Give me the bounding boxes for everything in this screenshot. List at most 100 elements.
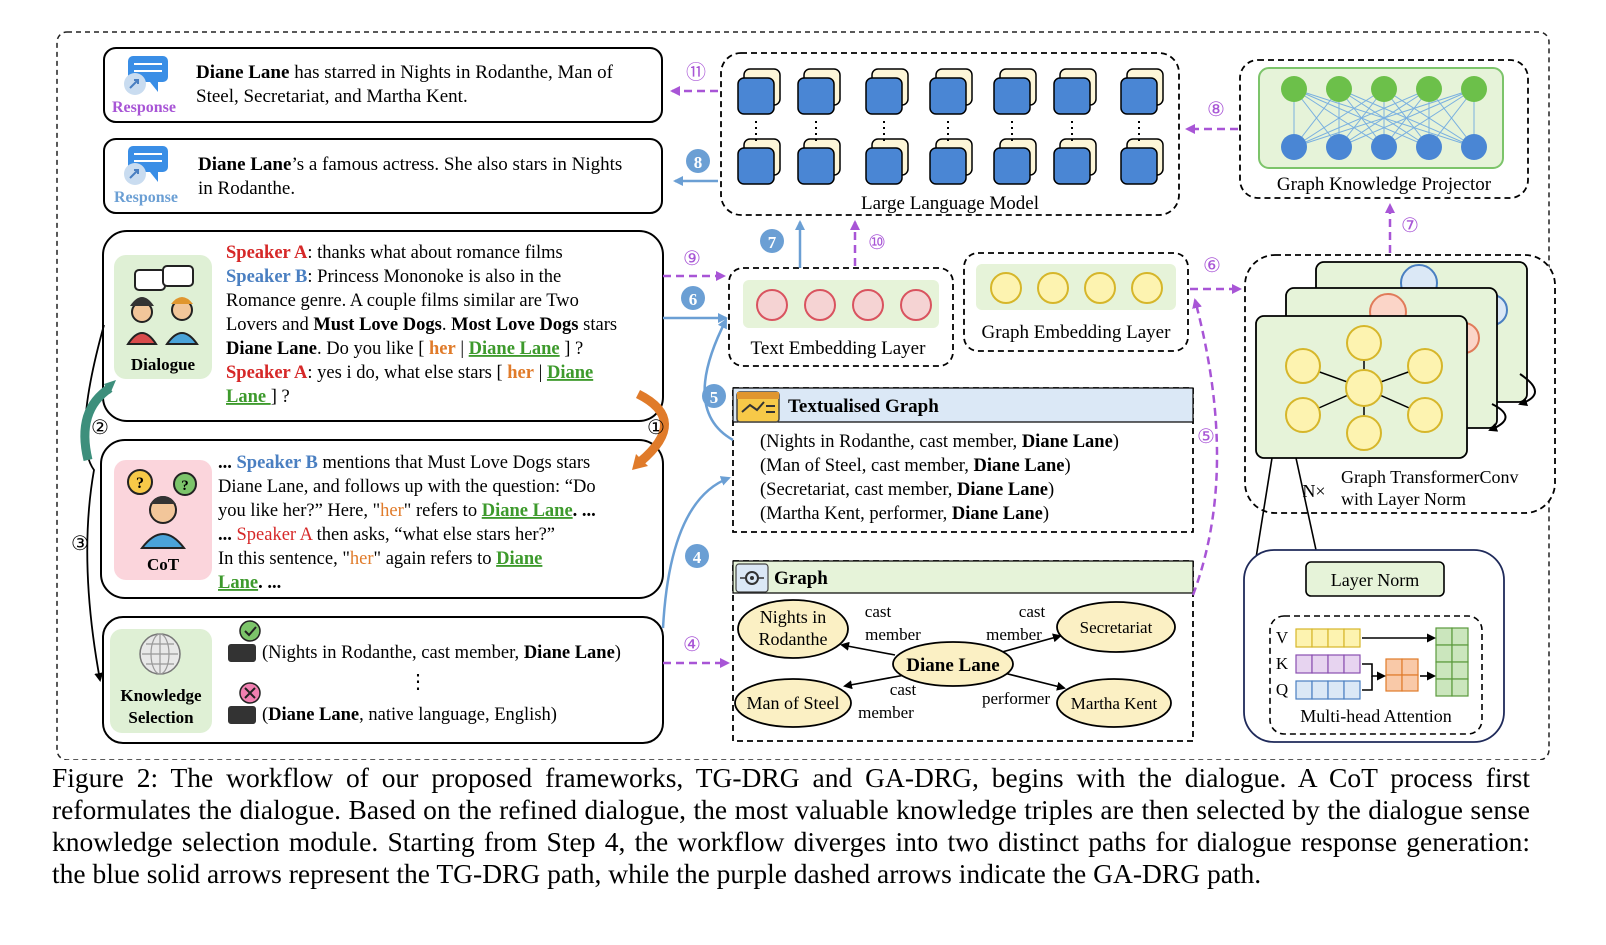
qkv-cell [1311,628,1329,648]
svg-text:?: ? [136,475,144,492]
svg-text:Speaker A: yes i do, what else: Speaker A: yes i do, what else stars [ h… [226,363,593,383]
dialogue-label: Dialogue [131,355,196,374]
cot-line-1c: mentions that Must Love Dogs stars [318,453,590,473]
svg-text:Lovers and Must Love Dogs. Mos: Lovers and Must Love Dogs. Most Love Dog… [226,315,617,335]
qkv-cell [1295,654,1313,674]
output-cell [1435,644,1453,663]
star-node [1346,415,1382,451]
step-badge-4: 4 [685,544,709,568]
svg-text:Diane Lane has starred in Nigh: Diane Lane has starred in Nights in Roda… [196,62,614,83]
svg-text:Nights in: Nights in [760,607,827,627]
score-cell [1401,674,1419,692]
node-nights-in-rodanthe [737,599,849,659]
cot-line-5b: her [350,549,374,569]
cot-line-3c: " refers to [404,501,482,521]
projector-box: Graph Knowledge Projector [1239,59,1529,199]
svg-text:... Speaker A then asks, “what: ... Speaker A then asks, “what else star… [218,525,555,545]
qkv-cell [1295,680,1313,700]
svg-text:8: 8 [694,153,703,172]
output-cell [1435,627,1453,646]
star-center [1345,369,1383,407]
cot-line-6a: Lane [218,573,258,593]
dialogue-line-6a: : yes i do, what else stars [ [307,363,507,383]
llm-block [797,77,835,115]
output-cell [1451,661,1469,680]
llm-block [929,147,967,185]
projector-node-bottom [1326,134,1352,160]
score-cell [1385,674,1403,692]
chat-bubble-icon [124,146,168,185]
edge-label-performer: performer [982,689,1050,708]
dialogue-line-7b: ] ? [271,387,290,407]
qkv-cell [1327,628,1345,648]
svg-text:7: 7 [768,233,777,252]
step-3-label: ③ [71,533,89,555]
transformer-label-1: Graph TransformerConv [1341,467,1519,487]
check-icon [228,620,261,662]
star-node [1407,348,1443,384]
svg-text:Lane. ...: Lane. ... [218,573,281,593]
triple-1a: (Nights in Rodanthe, cast member, [262,643,524,663]
projector-node-bottom [1371,134,1397,160]
chart-window-icon [736,391,780,423]
svg-text:Speaker A: thanks what about r: Speaker A: thanks what about romance fil… [226,243,563,263]
cot-line-6b: . ... [258,573,281,593]
node-man-of-steel [734,678,852,728]
textualised-graph-title: Textualised Graph [788,396,939,417]
dialogue-line-4d: Most Love Dogs [451,315,578,335]
cot-line-3e: . ... [573,501,596,521]
step-2-label: ② [91,417,109,439]
llm-block [1120,77,1158,115]
dialogue-line-5c: her [429,339,456,359]
attention-label: Multi-head Attention [1300,706,1451,726]
star-node [1407,397,1443,433]
triple-2b: Diane Lane [268,705,359,725]
projector-edge [1293,88,1385,148]
graph-box: Graph Nights in Rodanthe Diane Lane Secr… [732,560,1194,742]
speaker-a-label-2: Speaker A [226,363,308,383]
score-cell [1385,658,1403,676]
projector-node-top [1416,76,1442,102]
response-label-bottom: Response [114,189,178,206]
triple-1b: Diane Lane [524,643,615,663]
flow-arrow-3 [84,324,105,682]
cot-line-4a: ... [218,525,237,545]
step-8p-label: ⑧ [1207,99,1225,121]
dialogue-line-4e: stars [579,315,618,335]
step-10-label: ⑩ [868,232,886,254]
projector-node-bottom [1416,134,1442,160]
dialogue-line-5e: Diane Lane [469,339,560,359]
svg-text:4: 4 [693,548,702,567]
svg-text:... Speaker B mentions that Mu: ... Speaker B mentions that Must Love Do… [218,453,590,473]
step-badge-6: 6 [681,286,705,310]
dialogue-line-6c: | [534,363,547,383]
output-cell [1451,678,1469,697]
svg-text:Rodanthe: Rodanthe [759,629,828,649]
dialogue-line-5f: ] ? [560,339,584,359]
step-1-label: ① [647,417,665,439]
qkv-cell [1311,654,1329,674]
dialogue-line-4b: Must Love Dogs [313,315,441,335]
textualised-row-3: (Secretariat, cast member, Diane Lane) [760,480,1054,500]
cot-line-3d: Diane Lane [482,501,573,521]
response-box-top: Response Diane Lane has starred in Night… [103,47,663,123]
projector-node-top [1281,76,1307,102]
node-diane-lane [892,641,1014,687]
text-embedding-box: Text Embedding Layer [728,267,954,367]
cot-line-3b: her [380,501,404,521]
svg-text:you like her?” Here, "her" ref: you like her?” Here, "her" refers to Dia… [218,501,596,521]
star-node [1285,397,1321,433]
output-cell [1435,661,1453,680]
flow-arrow-1 [635,389,669,466]
dialogue-line-3: Romance genre. A couple films similar ar… [226,291,579,311]
transformer-box: N× Graph TransformerConv with Layer Norm [1244,254,1556,514]
dialogue-line-4a: Lovers and [226,315,313,335]
speaker-b-label: Speaker B [226,267,307,287]
edge-label-member-2: member [986,625,1042,644]
graph-embedding-label: Graph Embedding Layer [982,322,1172,343]
qkv-cell [1327,680,1345,700]
star-node [1346,325,1382,361]
step-badge-7: 7 [760,229,784,253]
svg-text:Diane Lane’s a famous actress.: Diane Lane’s a famous actress. She also … [198,154,622,175]
projector-edge [1383,88,1475,148]
